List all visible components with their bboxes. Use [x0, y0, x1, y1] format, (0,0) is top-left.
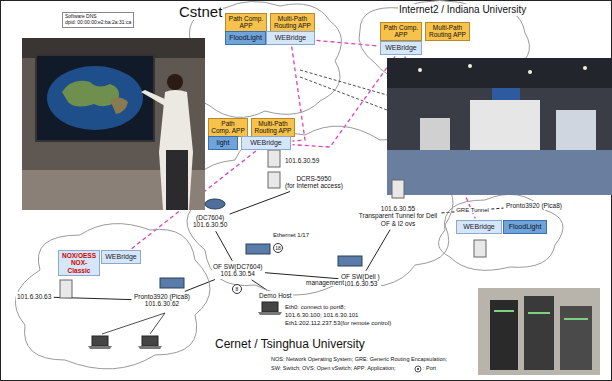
webridge-box: WEBridge [101, 250, 141, 264]
controller-link [317, 40, 379, 46]
node-text: WEBridge [104, 253, 138, 261]
device-label: Pronto3920 (Pica8)101.6.30.62 [133, 292, 191, 309]
node-text: Path Comp. APP [211, 120, 245, 135]
node-text: FloodLight [228, 34, 263, 42]
info-box: Software DNSdpid: 00:00:00:e2:ba:2a:31:c… [62, 12, 134, 28]
controller-box: FloodLight [503, 220, 547, 234]
network-link [216, 231, 233, 261]
webridge-box: WEBridge [456, 220, 502, 234]
port-number: 8 [232, 284, 242, 294]
device-label: Demo Host [258, 291, 293, 300]
node-text: WEBridge [269, 34, 312, 42]
node-text: Multi-Path Routing APP [254, 120, 292, 135]
abbreviation-key: NOS: Network Operating System; GRE: Gene… [270, 356, 448, 362]
controller-box: FloodLight [225, 31, 266, 45]
device-label: 101.6.30.55Transparent Tunnel for Dell O… [356, 204, 440, 228]
node-text: Multi-Path Routing APP [428, 24, 467, 39]
device-label: 101.6.30.59 [284, 156, 320, 165]
node-text: 101.6.30.63 [17, 293, 51, 300]
node-text: 101.6.30.55 [357, 205, 439, 212]
device-label: Pronto3920 (Pica8) [505, 201, 563, 210]
host-note: Eth0: connect to port8; [284, 304, 346, 311]
abbreviation-key: SW: Switch; OVS: Open vSwitch; APP: Appl… [270, 365, 397, 371]
node-text: NOX/OESS [61, 252, 97, 259]
node-text: light [211, 139, 235, 147]
host-note: Eth1:202.112.237.53(for remote control) [284, 320, 392, 327]
node-text: OF SW(Dell ) [341, 273, 380, 280]
photo-demo [22, 38, 205, 210]
tunnel-lines [300, 70, 387, 110]
region-name: Cstnet [178, 3, 223, 20]
app-box: Path Comp. APP [380, 22, 422, 41]
region-name: Internet2 / Indiana University [398, 4, 527, 16]
host-note: 101.6.30.100; 101.6.30.101 [284, 312, 359, 319]
node-text: FloodLight [506, 223, 544, 231]
link-label: management [305, 279, 345, 286]
controller-box: light [208, 136, 238, 150]
device-label: 101.6.30.63 [16, 292, 52, 301]
network-link [265, 273, 339, 279]
app-box: Path Comp. APP [225, 13, 267, 32]
node-text: Pronto3920 (Pica8) [506, 202, 562, 209]
app-box: Path Comp. APP [208, 118, 248, 137]
node-text: OF SW(DC7604) [213, 263, 262, 270]
node-text: Path Comp. APP [228, 15, 264, 30]
node-text: dpid: 00:00:00:e2:ba:2a:31:ca [65, 20, 131, 26]
device-label: OF SW(Dell )101.6.30.53 [340, 272, 381, 289]
node-text: 101.6.30.54 [213, 270, 262, 277]
network-link [366, 230, 390, 271]
device-label: DCRS-5950(for Internet access) [284, 174, 344, 191]
port-number: 18 [273, 243, 283, 253]
node-text: Multi-Path Routing APP [273, 15, 312, 30]
link-label: GRE Tunnel [455, 207, 490, 213]
node-text: WEBridge [459, 223, 499, 231]
node-text: (for Internet access) [285, 182, 343, 189]
region-name: Cernet / Tsinghua University [214, 338, 366, 352]
interface-label: Ethernet 1/17 [272, 232, 310, 239]
node-text: NOX-Classic [61, 259, 97, 274]
app-box: Multi-Path Routing APP [425, 22, 470, 41]
node-text: 101.6.30.62 [134, 300, 190, 307]
nos-box: NOX/OESSNOX-Classic [58, 250, 100, 276]
webridge-box: WEBridge [266, 31, 315, 45]
node-text: WEBridge [383, 44, 419, 52]
node-text: 101.6.30.50 [193, 221, 227, 228]
node-text: DCRS-5950 [285, 175, 343, 182]
node-text: 101.6.30.53 [341, 280, 380, 287]
photo-equipment [478, 288, 600, 375]
photo-exhibition-hall [387, 58, 612, 195]
app-box: Multi-Path Routing APP [270, 13, 315, 32]
abbreviation-key: : Port [422, 365, 437, 371]
node-text: Path Comp. APP [383, 24, 419, 39]
node-text: Demo Host [259, 292, 292, 299]
node-text: Transparent Tunnel for Dell OF & I2 ovs [357, 212, 439, 227]
node-text: Pronto3920 (Pica8) [134, 293, 190, 300]
device-label: (DC7604)101.6.30.50 [192, 213, 228, 230]
node-text: WEBridge [244, 139, 288, 147]
app-box: Multi-Path Routing APP [251, 118, 295, 137]
node-text: 101.6.30.59 [285, 157, 319, 164]
device-icons [60, 150, 486, 372]
node-text: (DC7604) [193, 214, 227, 221]
webridge-box: WEBridge [241, 136, 291, 150]
webridge-box: WEBridge [380, 41, 422, 55]
device-label: OF SW(DC7604)101.6.30.54 [212, 262, 263, 279]
network-link [230, 192, 290, 215]
